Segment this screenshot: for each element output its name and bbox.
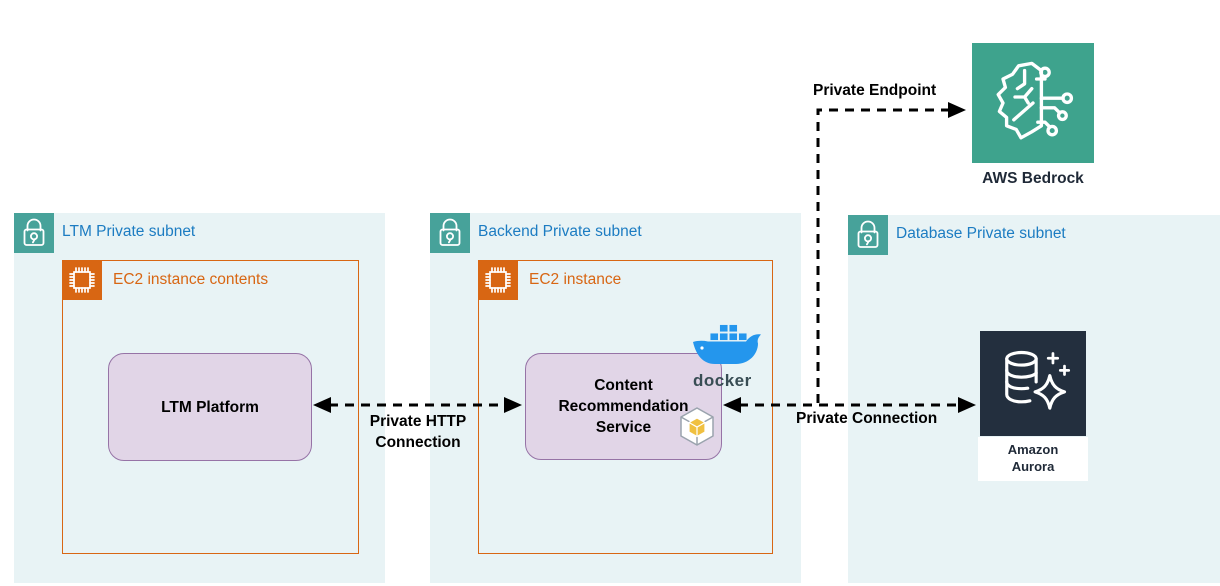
aws-bedrock-node: AWS Bedrock <box>972 43 1094 188</box>
content-service-label: Content Recommendation Service <box>558 377 689 436</box>
private-endpoint-label: Private Endpoint <box>813 82 937 99</box>
subnet-label: Backend Private subnet <box>478 223 642 240</box>
ec2-group-label: EC2 instance contents <box>113 271 269 288</box>
ltm-platform-node: LTM Platform <box>108 353 312 461</box>
private-subnet-lock-icon <box>848 215 888 255</box>
ec2-group-label: EC2 instance <box>529 271 622 288</box>
ec2-group-ltm: EC2 instance contents <box>62 260 359 554</box>
subnet-label: Database Private subnet <box>896 225 1066 242</box>
ec2-group-backend: EC2 instance <box>478 260 773 554</box>
aurora-database-sparkle-icon <box>980 331 1086 436</box>
private-connection-label: Private Connection <box>796 410 938 427</box>
private-http-connection-label: Private HTTP Connection <box>369 413 467 451</box>
docker-whale-icon <box>693 324 761 364</box>
ltm-platform-label: LTM Platform <box>161 398 259 416</box>
bedrock-label: AWS Bedrock <box>982 170 1084 187</box>
amazon-aurora-node: Amazon Aurora <box>978 331 1088 481</box>
bedrock-brain-circuit-icon <box>972 43 1094 163</box>
docker-logo: docker <box>690 323 766 391</box>
cube-package-icon <box>676 405 718 454</box>
aurora-label: Amazon Aurora <box>978 437 1088 481</box>
docker-wordmark: docker <box>693 371 752 390</box>
private-subnet-lock-icon <box>14 213 54 253</box>
microchip-icon <box>62 260 102 300</box>
subnet-label: LTM Private subnet <box>62 223 196 240</box>
content-recommendation-service-node: Content Recommendation Service <box>525 353 722 460</box>
microchip-icon <box>478 260 518 300</box>
private-subnet-lock-icon <box>430 213 470 253</box>
